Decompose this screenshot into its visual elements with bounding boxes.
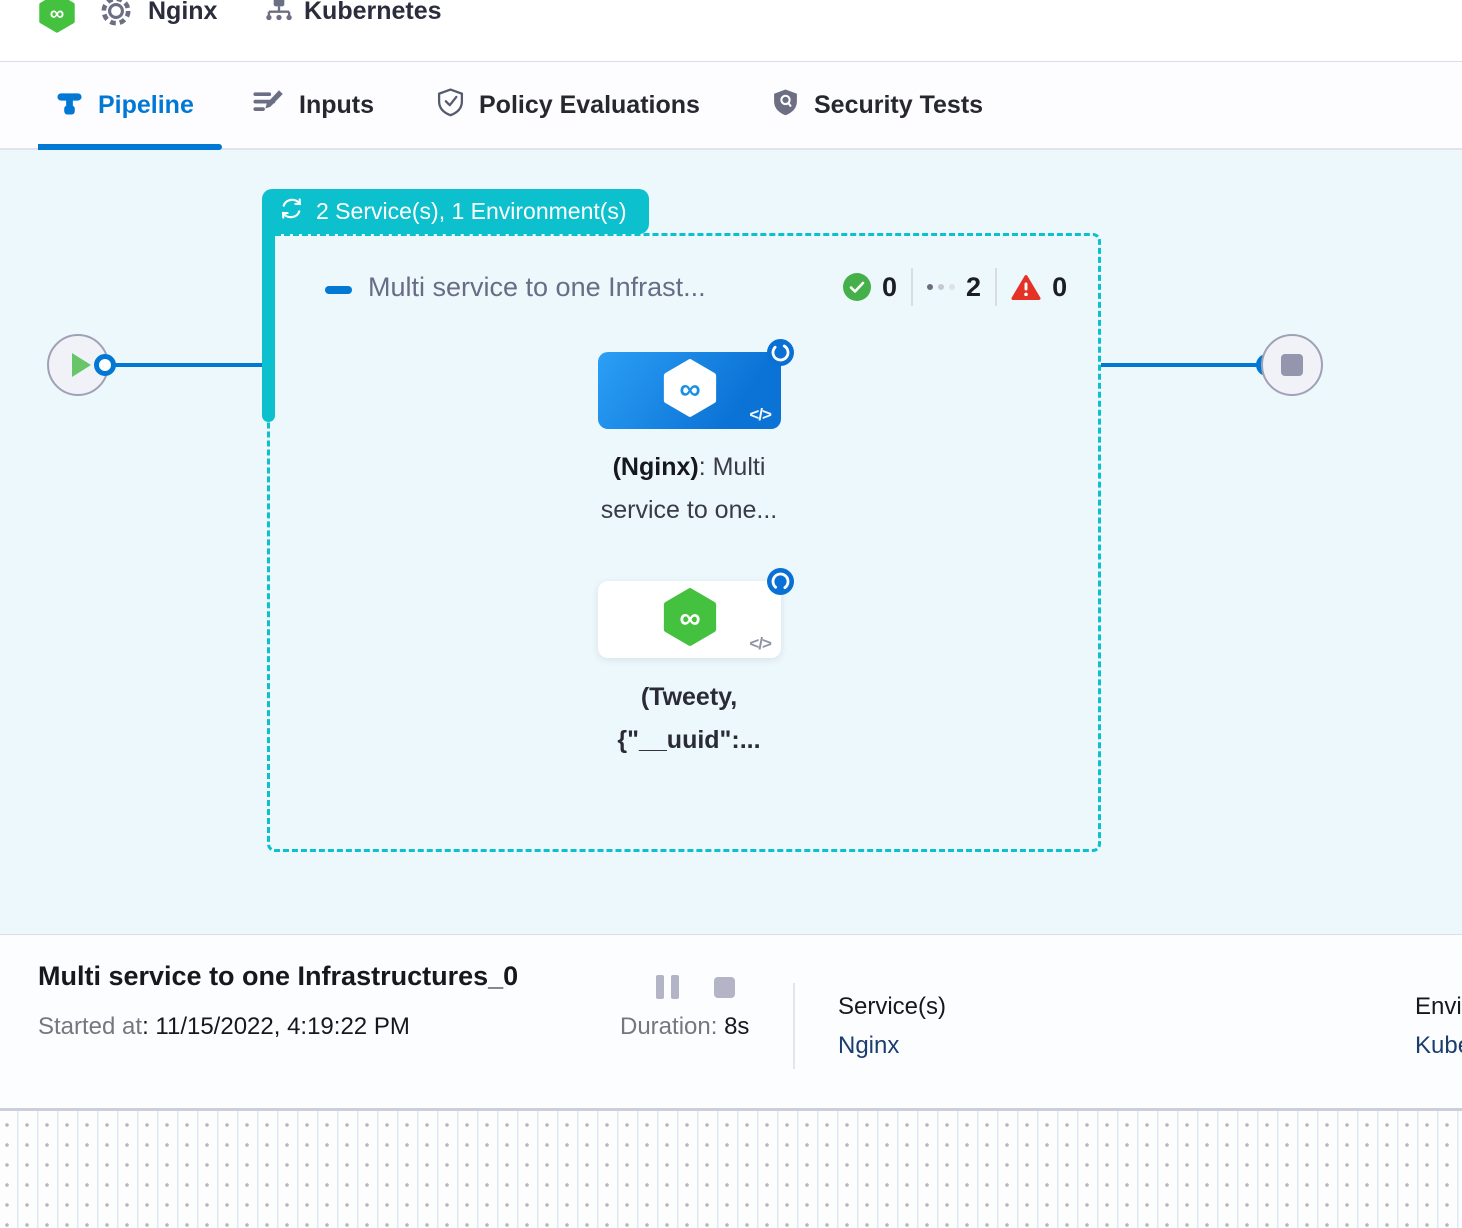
spinner-icon bbox=[767, 339, 794, 366]
breadcrumb-environment-name[interactable]: Kubernetes bbox=[304, 0, 442, 25]
spinner-icon bbox=[767, 568, 794, 595]
tab-pipeline[interactable]: Pipeline bbox=[56, 62, 194, 148]
running-icon bbox=[927, 284, 956, 290]
svg-text:∞: ∞ bbox=[50, 3, 64, 25]
execution-summary-bar: Multi service to one Infrastructures_0 S… bbox=[0, 934, 1462, 1108]
stage-group-box bbox=[267, 233, 1101, 852]
harness-logo-icon: ∞ bbox=[662, 587, 718, 652]
play-icon bbox=[71, 353, 91, 377]
pipeline-end-node bbox=[1261, 334, 1323, 396]
svg-text:∞: ∞ bbox=[679, 602, 700, 635]
loop-icon bbox=[278, 195, 305, 228]
failed-count: 0 bbox=[1052, 271, 1068, 302]
code-icon: </> bbox=[749, 405, 772, 424]
service-node-tweety[interactable]: ∞ </> bbox=[598, 568, 794, 658]
duration: Duration: 8s bbox=[620, 1013, 750, 1040]
svg-text:∞: ∞ bbox=[679, 373, 700, 406]
environment-link-kubernetes[interactable]: Kubernetes bbox=[1415, 1032, 1462, 1059]
pipeline-icon bbox=[56, 89, 83, 121]
success-icon bbox=[843, 273, 871, 301]
tab-bar: Pipeline Inputs Policy Evaluations bbox=[0, 62, 1462, 150]
tab-policy-evaluations[interactable]: Policy Evaluations bbox=[437, 62, 700, 148]
service-node-nginx-label: (Nginx): Multi service to one... bbox=[600, 453, 778, 524]
stage-group-badge[interactable]: 2 Service(s), 1 Environment(s) bbox=[262, 189, 649, 234]
connector-line-left bbox=[104, 363, 262, 367]
active-tab-underline bbox=[38, 144, 222, 150]
harness-logo-icon: ∞ bbox=[38, 0, 76, 39]
pipeline-canvas: 2 Service(s), 1 Environment(s) Multi ser… bbox=[0, 150, 1462, 934]
shield-check-icon bbox=[437, 88, 464, 122]
tab-inputs[interactable]: Inputs bbox=[252, 62, 374, 148]
stop-icon bbox=[714, 977, 735, 998]
tab-security-tests[interactable]: Security Tests bbox=[772, 62, 983, 148]
stage-group-accent-bar bbox=[262, 210, 275, 422]
environments-summary: Environment(s) Kubernetes bbox=[1415, 993, 1462, 1060]
success-count: 0 bbox=[882, 271, 898, 302]
started-at: Started at: 11/15/2022, 4:19:22 PM bbox=[38, 1013, 410, 1040]
stage-status-counts: 0 2 0 bbox=[843, 268, 1067, 306]
running-count: 2 bbox=[966, 271, 982, 302]
console-dot-grid bbox=[0, 1108, 1462, 1228]
code-icon: </> bbox=[749, 634, 772, 653]
pause-button[interactable] bbox=[656, 975, 679, 999]
service-link-nginx[interactable]: Nginx bbox=[838, 1032, 900, 1059]
kubernetes-icon[interactable] bbox=[262, 0, 296, 27]
footer-divider bbox=[793, 983, 795, 1069]
execution-title: Multi service to one Infrastructures_0 bbox=[38, 961, 519, 991]
stop-icon bbox=[1281, 354, 1303, 376]
harness-service-logo[interactable]: ∞ bbox=[38, 0, 76, 39]
breadcrumb-service-name[interactable]: Nginx bbox=[148, 0, 218, 25]
failed-icon bbox=[1011, 274, 1041, 301]
stage-group-badge-label: 2 Service(s), 1 Environment(s) bbox=[316, 198, 627, 224]
collapse-minus-icon[interactable] bbox=[325, 286, 352, 294]
stage-title: Multi service to one Infrast... bbox=[368, 272, 706, 302]
shield-scan-icon bbox=[772, 88, 799, 122]
services-label: Service(s) bbox=[838, 993, 947, 1020]
breadcrumb-header: ∞ Nginx Kubernetes bbox=[0, 0, 1462, 62]
abort-button[interactable] bbox=[714, 977, 735, 998]
connector-line-right bbox=[1101, 363, 1257, 367]
environments-label: Environment(s) bbox=[1415, 993, 1462, 1020]
service-node-nginx[interactable]: ∞ </> bbox=[598, 339, 794, 429]
inputs-icon bbox=[252, 89, 284, 121]
connector-dot-start bbox=[94, 354, 116, 376]
pause-icon bbox=[656, 975, 664, 999]
service-node-tweety-label: (Tweety, {"__uuid":... bbox=[617, 683, 761, 754]
harness-logo-icon: ∞ bbox=[662, 358, 718, 423]
services-summary: Service(s) Nginx bbox=[838, 993, 946, 1060]
gear-icon[interactable] bbox=[98, 0, 134, 30]
